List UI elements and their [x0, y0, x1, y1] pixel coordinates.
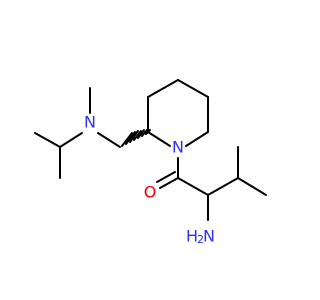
- n-isopropyl-bond: [59, 132, 83, 148]
- ring-bond: [177, 79, 209, 98]
- hash-line: [137, 129, 145, 139]
- stereo-hash-bond: [121, 129, 151, 147]
- ring-bond: [185, 131, 209, 147]
- alpha-to-ch-bond: [207, 177, 239, 196]
- nh2-n-label: N: [203, 227, 215, 246]
- ch2-to-amine-bond: [97, 132, 121, 148]
- carbonyl-to-alpha-bond: [177, 177, 209, 196]
- chemical-structure-diagram: N N O H 2 N: [34, 79, 267, 247]
- hash-line: [145, 129, 151, 135]
- hash-line: [129, 130, 139, 143]
- hash-line: [121, 132, 133, 147]
- ring-n-label: N: [172, 138, 184, 157]
- carbonyl-double-bond: [159, 177, 179, 189]
- carbonyl-o-label: O: [144, 183, 157, 202]
- hash-line: [133, 130, 142, 141]
- nh2-subscript: 2: [197, 233, 204, 246]
- piperidine-ring: [147, 79, 209, 147]
- amine-n-label: N: [84, 113, 96, 132]
- ch-to-methyl-bond: [237, 177, 267, 196]
- hash-line: [141, 129, 148, 137]
- hash-line: [125, 131, 136, 145]
- ring-bond: [147, 131, 171, 147]
- nh2-label: H 2 N: [186, 227, 215, 247]
- nh2-h-label: H: [186, 227, 198, 246]
- isopropyl-methyl-bond: [34, 132, 61, 148]
- carbonyl-double-bond: [156, 171, 176, 183]
- ring-bond: [147, 79, 179, 98]
